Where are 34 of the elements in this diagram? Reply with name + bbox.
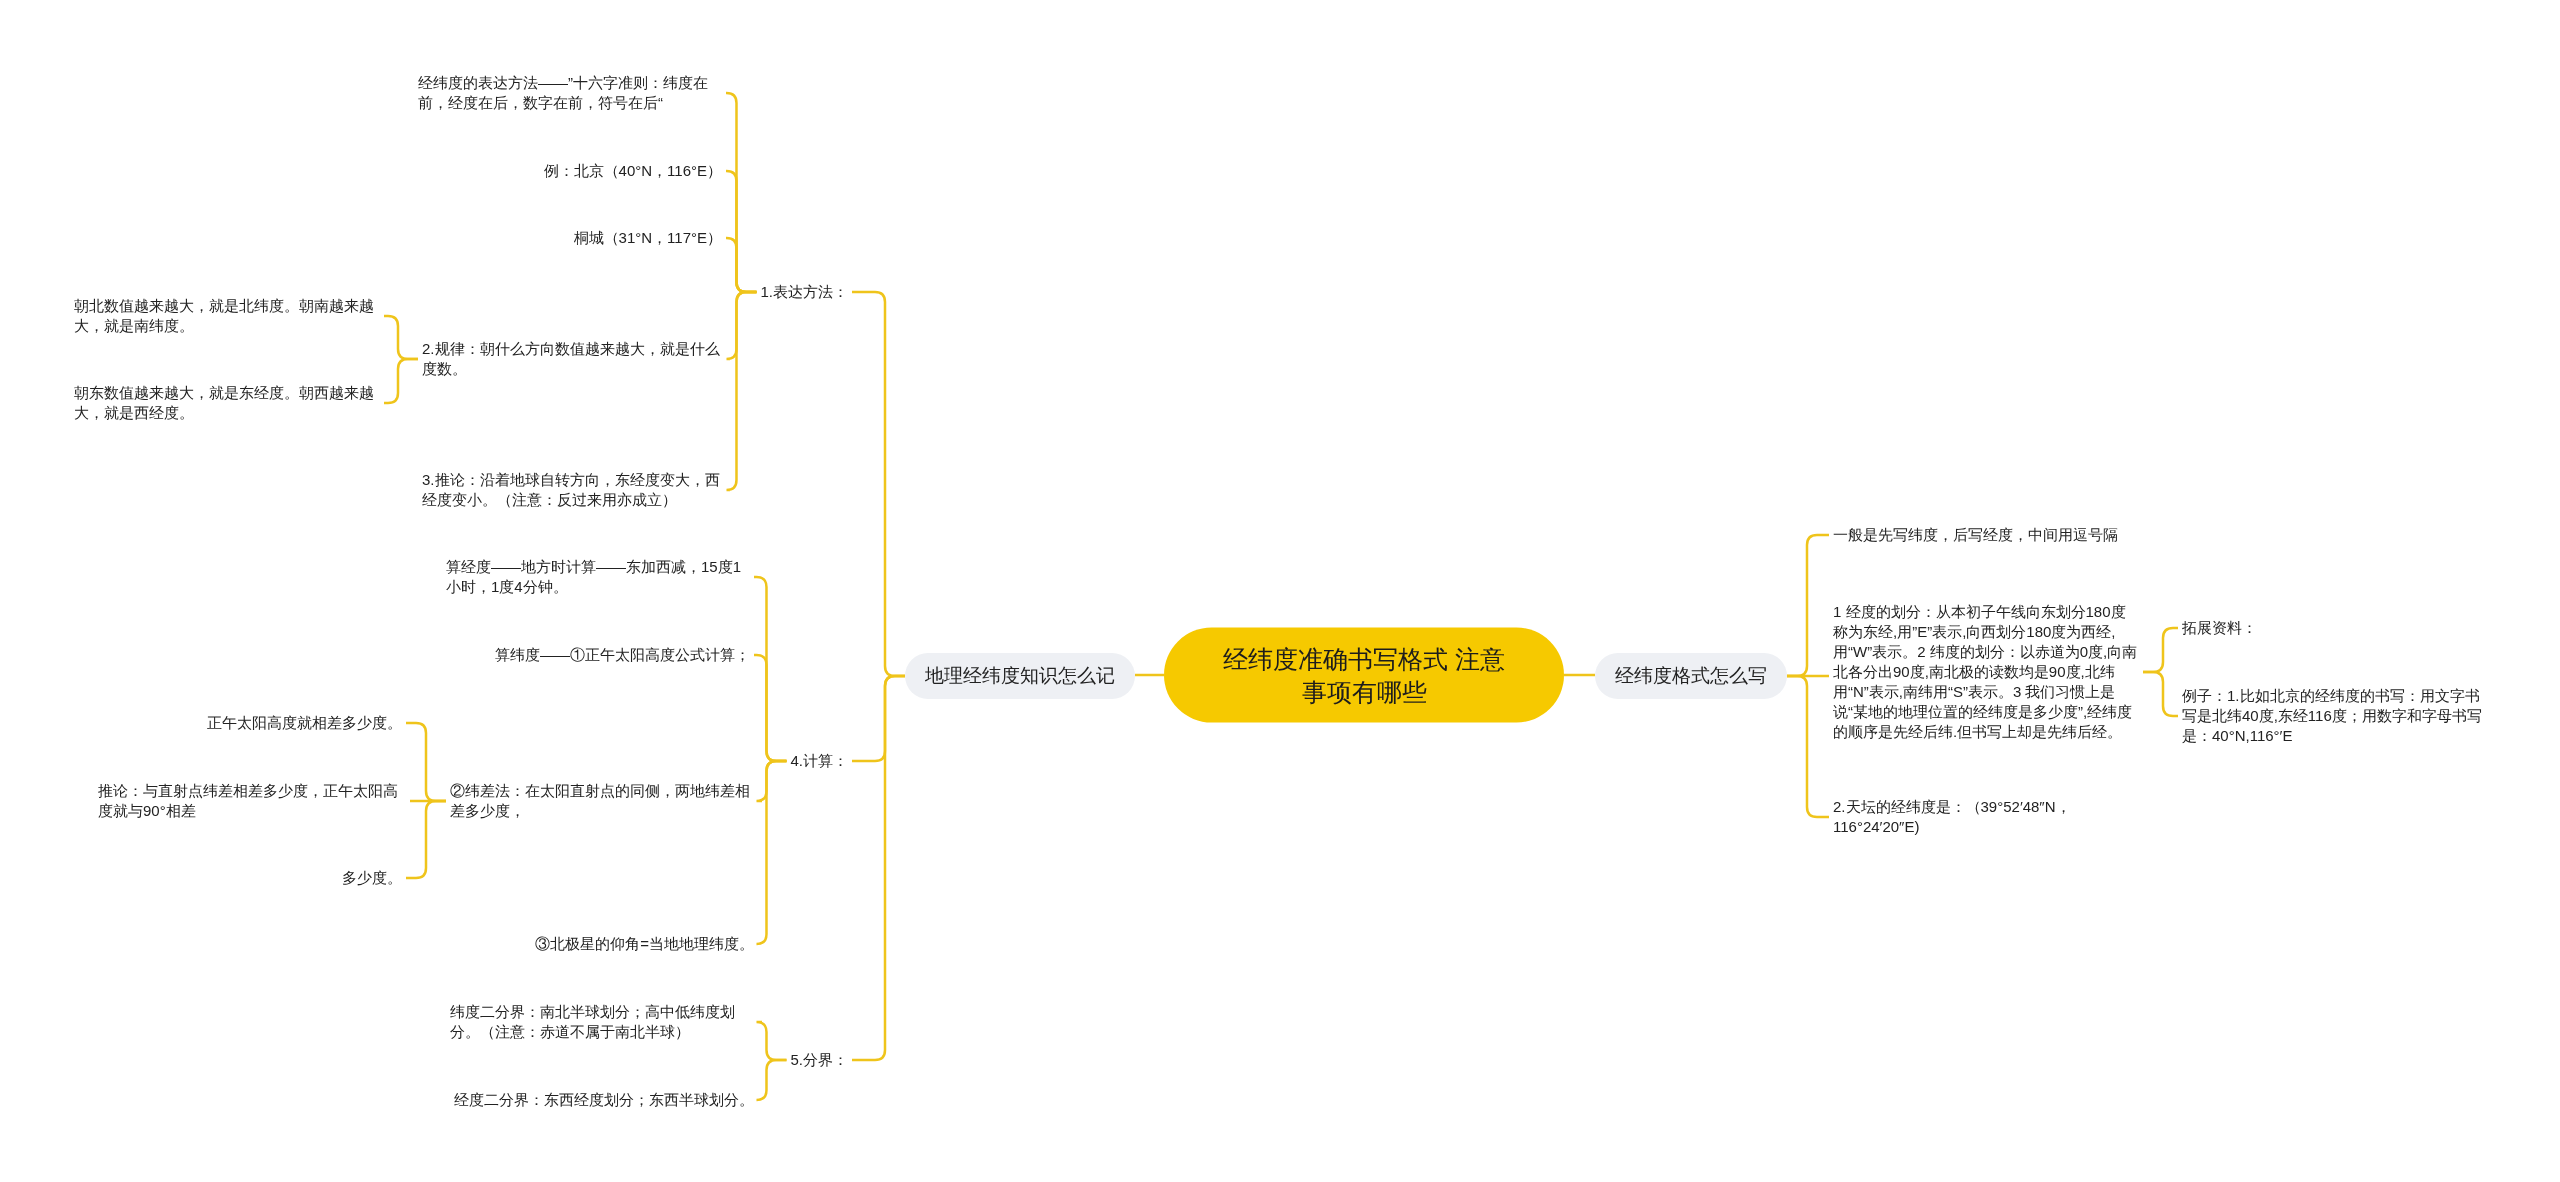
subtopic-text: 例：北京（40°N，116°E） xyxy=(539,161,726,181)
connector-line xyxy=(755,759,787,946)
subtopic-text: 1 经度的划分：从本初子午线向东划分180度称为东经,用”E”表示,向西划分180度为西经,用“W”表示。2 纬度的划分：以赤道为0度,向南北各分出90度,南北极的读数均是90度,北纬用“N”表示,南纬用“S”表示。3 我们习惯上是说“某地的地理位置的经纬度是多少度”,经纬度的顺序是先经后纬.但书写上却是先纬后经。 xyxy=(1829,602,2143,742)
connector-line xyxy=(1135,673,1164,677)
subtopic-text: 多少度。 xyxy=(338,868,406,888)
subtopic-text: 朝北数值越来越大，就是北纬度。朝南越来越大，就是南纬度。 xyxy=(70,296,384,336)
subtopic-text: 经纬度的表达方法——”十六字准则：纬度在前，经度在后，数字在前，符号在后“ xyxy=(414,73,726,113)
subtopic-text: 拓展资料： xyxy=(2178,618,2261,638)
connector-line xyxy=(2143,670,2178,718)
subtopic-text: 算经度——地方时计算——东加西减，15度1小时，1度4分钟。 xyxy=(442,557,754,597)
connector-line xyxy=(755,1058,787,1102)
subtopic-text: 正午太阳高度就相差多少度。 xyxy=(203,713,406,733)
subtopic-text: 1.表达方法： xyxy=(756,282,852,302)
connector-line xyxy=(1564,673,1595,677)
branch-topic: 地理经纬度知识怎么记 xyxy=(905,653,1135,699)
subtopic-text: 3.推论：沿着地球自转方向，东经度变大，西经度变小。（注意：反过来用亦成立） xyxy=(418,470,730,510)
subtopic-text: 桐城（31°N，117°E） xyxy=(569,228,726,248)
connector-line xyxy=(384,357,418,405)
subtopic-text: 5.分界： xyxy=(786,1050,852,1070)
subtopic-text: 朝东数值越来越大，就是东经度。朝西越来越大，就是西经度。 xyxy=(70,383,384,423)
connector-line xyxy=(725,290,757,492)
central-topic: 经纬度准确书写格式 注意事项有哪些 xyxy=(1164,627,1564,723)
subtopic-text: 算纬度——①正午太阳高度公式计算； xyxy=(491,645,754,665)
subtopic-text: 4.计算： xyxy=(786,751,852,771)
subtopic-text: ②纬差法：在太阳直射点的同侧，两地纬差相差多少度， xyxy=(446,781,762,821)
subtopic-text: 例子：1.比如北京的经纬度的书写：用文字书写是北纬40度,东经116度；用数字和字母书写是：40°N,116°′E xyxy=(2178,686,2492,746)
subtopic-text: 2.天坛的经纬度是：（39°52′48″N，116°24′20″E) xyxy=(1829,797,2143,837)
subtopic-text: 经度二分界：东西经度划分；东西半球划分。 xyxy=(450,1090,758,1110)
subtopic-text: ③北极星的仰角=当地地理纬度。 xyxy=(531,934,758,954)
subtopic-text: 2.规律：朝什么方向数值越来越大，就是什么度数。 xyxy=(418,339,730,379)
subtopic-text: 纬度二分界：南北半球划分；高中低纬度划分。（注意：赤道不属于南北半球） xyxy=(446,1002,762,1042)
subtopic-text: 推论：与直射点纬差相差多少度，正午太阳高度就与90°相差 xyxy=(94,781,410,821)
subtopic-text: 一般是先写纬度，后写经度，中间用逗号隔 xyxy=(1829,525,2122,545)
branch-topic: 经纬度格式怎么写 xyxy=(1595,653,1787,699)
